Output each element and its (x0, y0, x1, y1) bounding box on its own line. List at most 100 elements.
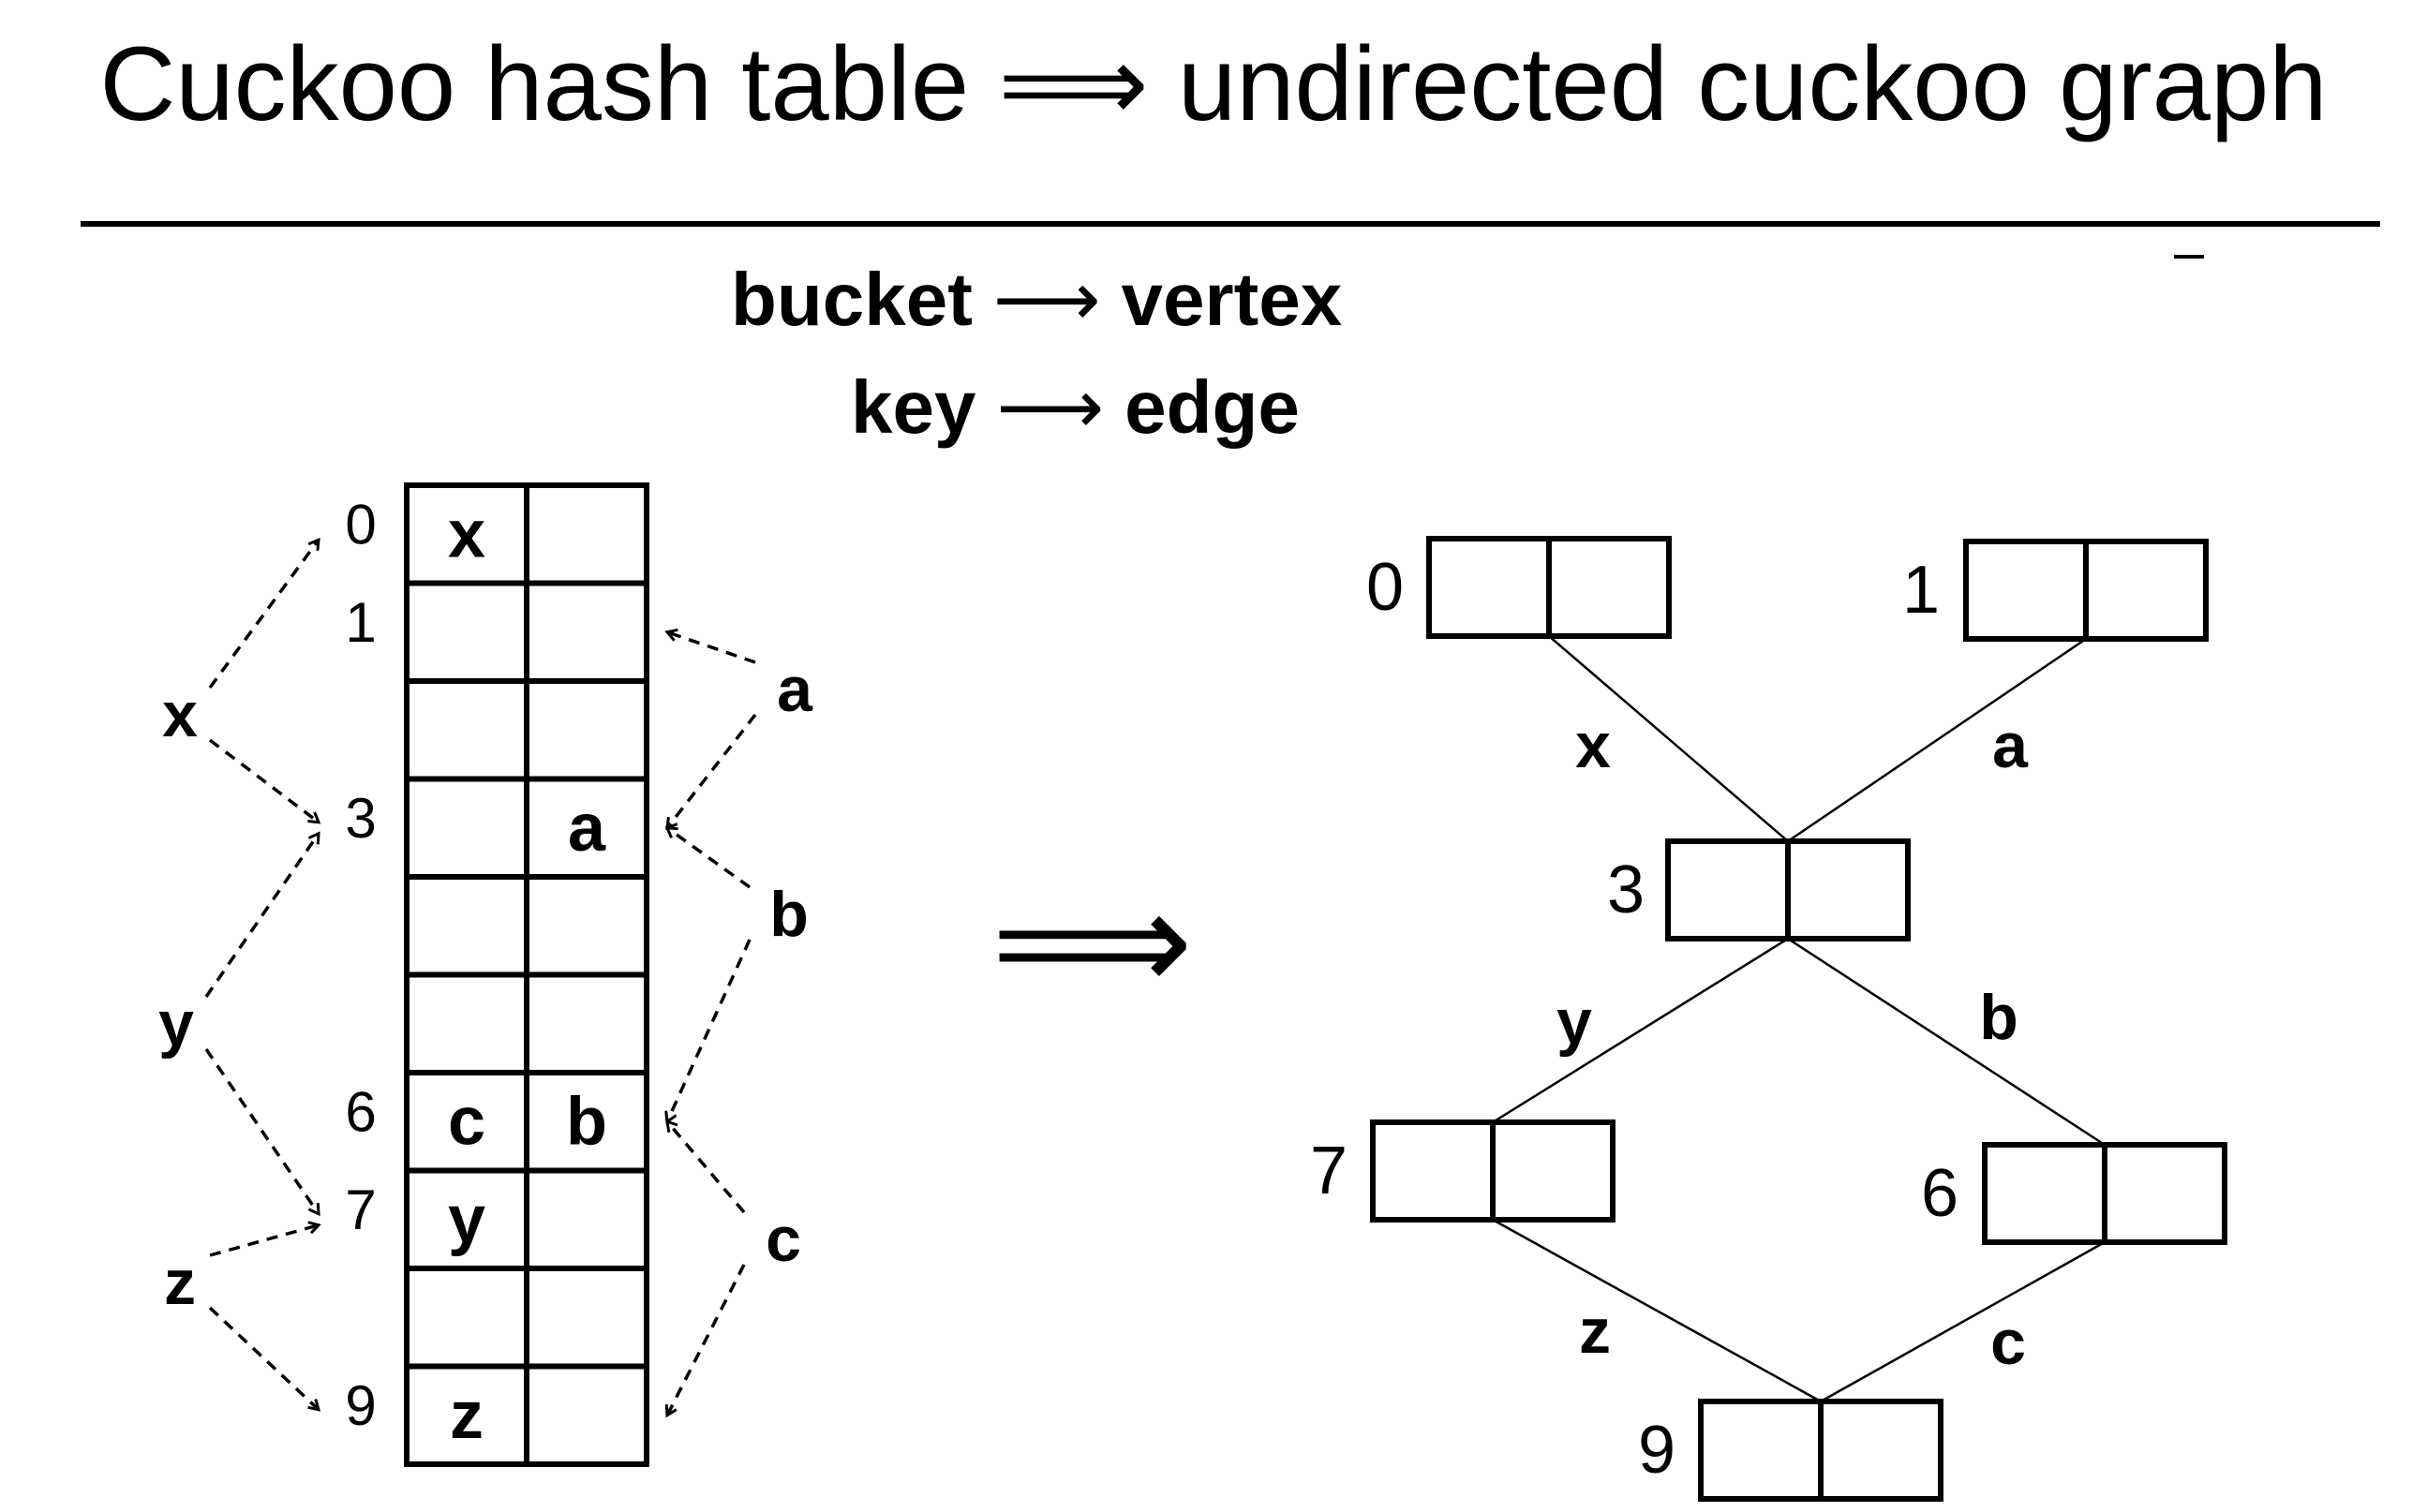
bucket-index-label: 1 (345, 591, 376, 654)
vertex-slot (1818, 1399, 1943, 1502)
graph-vertex: 9 (1638, 1399, 1943, 1502)
key-arrow-group: x (162, 540, 319, 823)
table-slot (524, 482, 649, 586)
vertex-label: 0 (1366, 550, 1404, 625)
key-label: c (766, 1204, 801, 1275)
edge-line (1492, 937, 1789, 1124)
key-arrow-group: b (667, 828, 809, 1122)
vertex-label: 9 (1638, 1413, 1675, 1488)
bucket-index-label: 7 (345, 1178, 376, 1241)
slot-key-label: z (450, 1378, 484, 1453)
edge-label: z (1579, 1296, 1611, 1367)
hash-arrow (209, 1225, 319, 1257)
graph-edge: y (1492, 937, 1789, 1124)
edge-label: b (1979, 982, 2018, 1053)
table-row: y7 (345, 1167, 649, 1271)
mapping-to-vertex: vertex (1121, 258, 1343, 341)
vertex-slot (1490, 1119, 1616, 1223)
slide-title: Cuckoo hash table ⟹ undirected cuckoo gr… (99, 25, 2328, 142)
vertex-slot (2102, 1142, 2227, 1245)
edge-label: y (1556, 986, 1592, 1058)
table-row: z9 (345, 1363, 649, 1467)
vertex-label: 1 (1902, 553, 1940, 628)
cuckoo-graph: x a y b z c 0 1 3 7 6 9 (1310, 536, 2227, 1502)
mapping-from-bucket: bucket (731, 258, 973, 341)
table-slot (524, 580, 649, 684)
hash-arrow (667, 828, 752, 889)
edge-label: x (1575, 710, 1611, 781)
table-slot (404, 678, 529, 782)
vertex-slot (1665, 838, 1791, 941)
key-arrow-group: z (164, 1225, 319, 1410)
vertex-label: 3 (1607, 852, 1645, 927)
mapping-to-edge: edge (1124, 365, 1300, 449)
table-slot (404, 874, 529, 978)
vertex-slot (1546, 536, 1672, 639)
bucket-index-label: 3 (345, 787, 376, 850)
bucket-index-label: 0 (345, 493, 376, 556)
bucket-index-label: 6 (345, 1080, 376, 1143)
table-row (404, 1266, 649, 1370)
table-slot (524, 1167, 649, 1271)
hash-arrow (204, 1048, 319, 1214)
slot-key-label: b (566, 1084, 607, 1159)
vertex-slot (1426, 536, 1552, 639)
table-row: 1 (345, 580, 649, 684)
key-arrow-group: a (667, 632, 813, 828)
mapping-arrow-icon: ⟶ (996, 363, 1105, 451)
table-slot (524, 971, 649, 1075)
table-row: a3 (345, 776, 649, 880)
table-row (404, 874, 649, 978)
hash-arrow (208, 1306, 319, 1410)
mapping-from-key: key (851, 365, 976, 449)
key-arrow-group: c (667, 1121, 801, 1416)
graph-vertex: 3 (1607, 838, 1911, 941)
graph-edge: c (1820, 1240, 2106, 1403)
edge-line (1820, 1240, 2106, 1403)
key-label: y (158, 988, 194, 1060)
mapping-bucket-vertex: bucket⟶vertex (731, 253, 1342, 347)
small-dash-mark (2174, 255, 2204, 259)
table-slot (404, 971, 529, 1075)
mapping-arrow-icon: ⟶ (992, 256, 1101, 343)
graph-edge: a (1787, 637, 2087, 843)
bucket-index-label: 9 (345, 1374, 376, 1437)
table-slot (404, 580, 529, 684)
slot-key-label: x (448, 497, 485, 571)
edge-line (1787, 937, 2106, 1147)
slot-key-label: a (568, 791, 606, 866)
hash-arrow (667, 1121, 746, 1214)
vertex-label: 6 (1921, 1156, 1958, 1231)
graph-edge: x (1548, 635, 1789, 842)
table-slot (404, 1266, 529, 1370)
edge-line (1787, 637, 2087, 843)
graph-edge: z (1492, 1218, 1822, 1403)
hash-arrow (667, 713, 757, 828)
vertex-slot (1785, 838, 1911, 941)
table-row (404, 971, 649, 1075)
key-label: z (164, 1247, 196, 1318)
graph-vertex: 6 (1921, 1142, 2227, 1245)
table-slot (404, 776, 529, 880)
vertex-slot (1370, 1119, 1496, 1223)
graph-vertex: 1 (1902, 539, 2209, 642)
graph-vertex: 0 (1366, 536, 1672, 639)
table-slot (524, 874, 649, 978)
table-slot (524, 678, 649, 782)
graph-vertex: 7 (1310, 1119, 1616, 1223)
vertex-slot (1963, 539, 2089, 642)
vertex-slot (1698, 1399, 1824, 1502)
key-label: a (777, 654, 813, 725)
hash-arrow (208, 738, 319, 823)
edge-label: a (1992, 710, 2029, 781)
key-label: x (162, 679, 198, 750)
vertex-slot (2083, 539, 2209, 642)
table-row: x0 (345, 482, 649, 586)
hash-arrow (208, 540, 319, 689)
edge-line (1492, 1218, 1822, 1403)
mapping-key-edge: key⟶edge (851, 361, 1300, 454)
slot-key-label: y (448, 1182, 485, 1257)
vertex-label: 7 (1310, 1134, 1348, 1208)
